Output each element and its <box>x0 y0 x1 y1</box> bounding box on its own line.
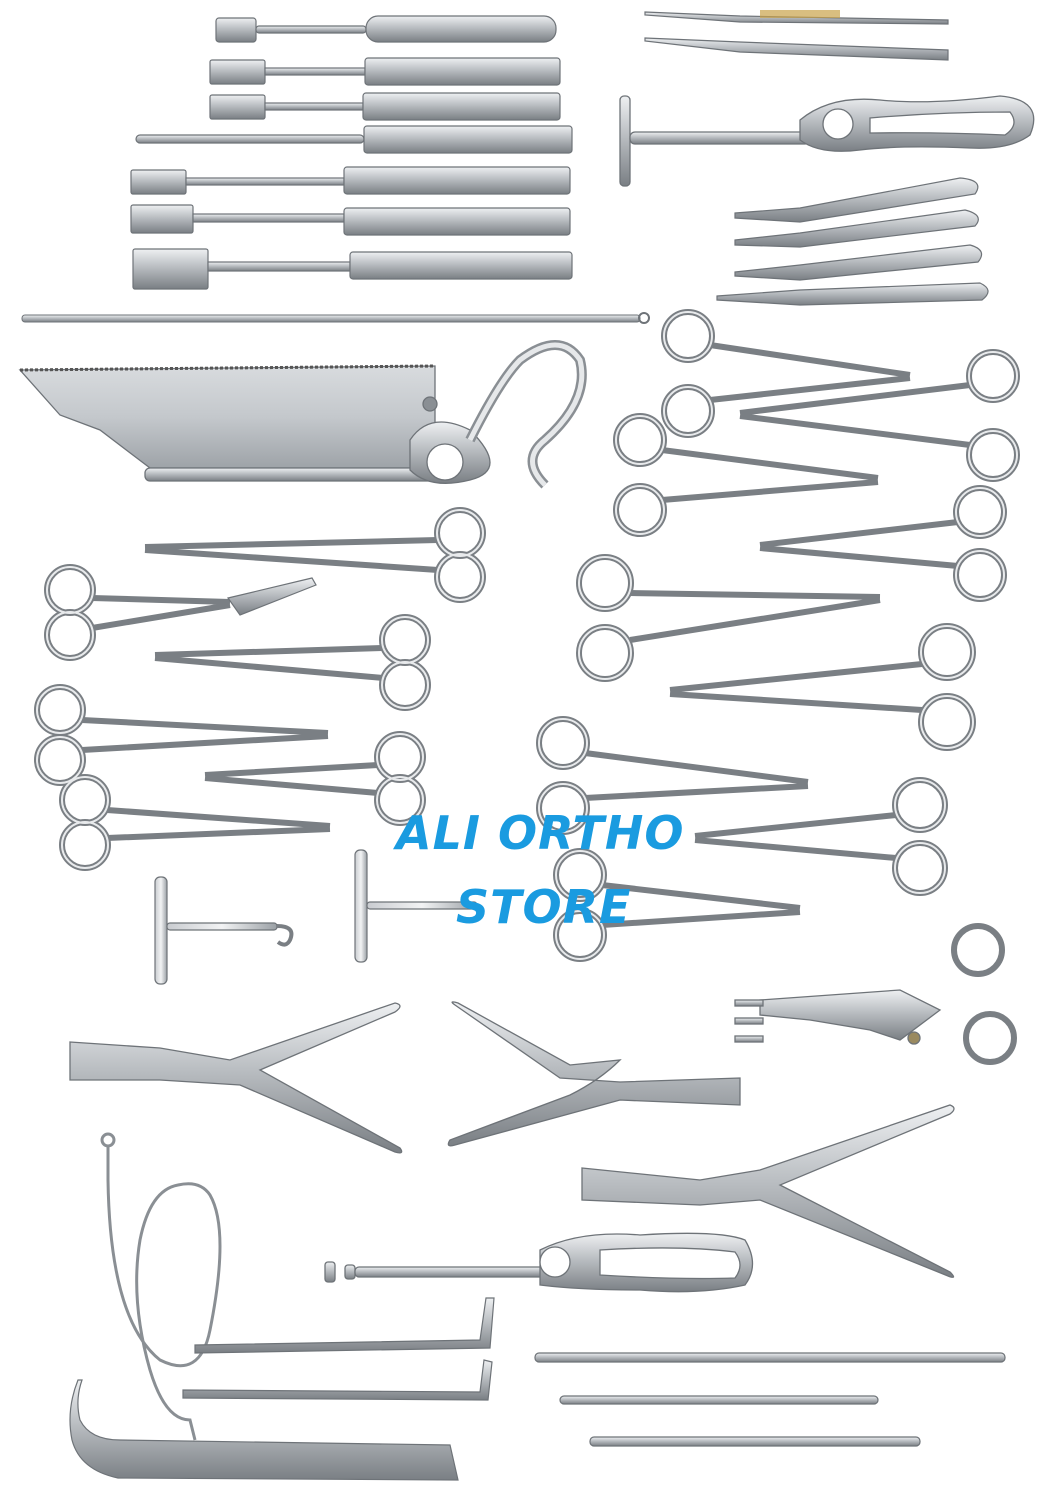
dissecting-forceps <box>644 10 949 61</box>
self-retaining-retractor <box>734 923 1017 1065</box>
watermark-line-1: ALI ORTHO <box>396 806 685 860</box>
gigli-saw-wire <box>100 1132 222 1441</box>
t-handle-retractor <box>619 95 1035 187</box>
bone-holding-forceps <box>324 1232 754 1293</box>
rongeurs <box>69 1001 955 1278</box>
scissors-left-highlight <box>36 509 484 869</box>
hemostat-forceps-right-highlight <box>538 311 1018 960</box>
watermark-line-2: STORE <box>456 880 632 934</box>
retractors-curettes <box>69 1297 1006 1481</box>
scalpel-handles <box>716 177 989 306</box>
angled-scissor-head <box>226 577 317 616</box>
t-handle-hooks <box>154 849 478 985</box>
probe-rod <box>21 312 650 324</box>
amputation-saw <box>18 340 587 489</box>
hemostat-forceps-right <box>536 309 1020 962</box>
osteotome-set <box>130 15 573 290</box>
